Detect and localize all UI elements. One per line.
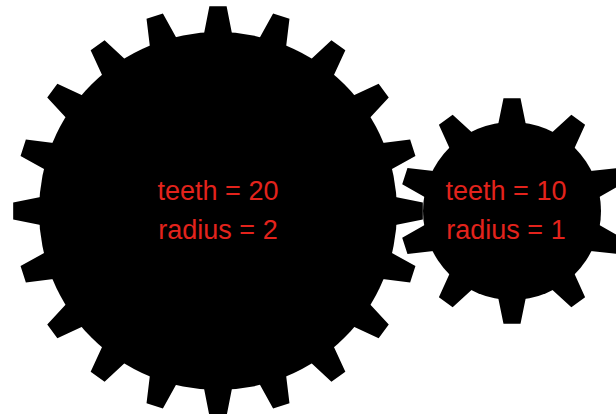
- gear-shape: [397, 96, 616, 326]
- gear-label: teeth = 10radius = 1: [391, 96, 616, 326]
- gear: teeth = 10radius = 1: [397, 96, 616, 326]
- gear-value: radius = 2: [158, 211, 277, 250]
- gear-value: teeth = 20: [158, 172, 279, 211]
- gear-label: teeth = 20radius = 2: [11, 4, 425, 414]
- gear-shape: [11, 4, 425, 414]
- gear: teeth = 20radius = 2: [11, 4, 425, 414]
- gear-teeth: [13, 6, 423, 414]
- gear-teeth: [402, 98, 616, 323]
- gear-value: radius = 1: [446, 211, 565, 250]
- gear-value: teeth = 10: [446, 172, 567, 211]
